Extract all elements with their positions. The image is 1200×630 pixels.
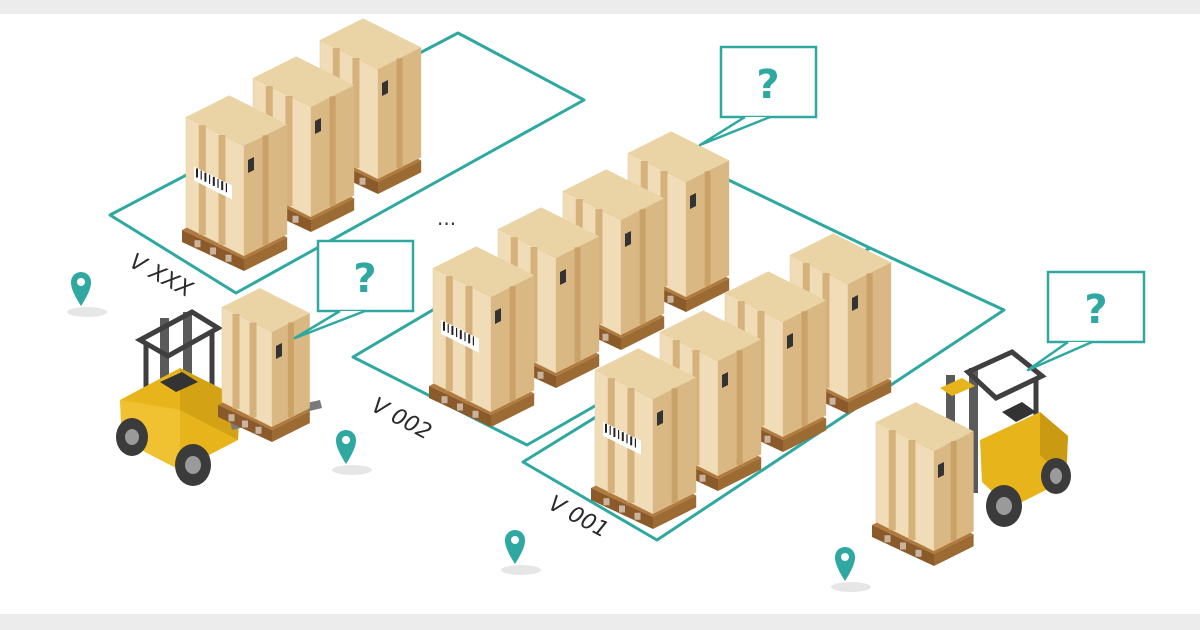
pallet-box [429, 246, 535, 427]
pallet-row-v001 [591, 233, 892, 529]
map-pin-icon [831, 547, 871, 592]
barcode-label-icon [194, 166, 232, 200]
barcode-label-icon [603, 421, 641, 455]
pallet-box [591, 348, 697, 529]
map-pin-icon [501, 530, 541, 575]
forklift-left [116, 288, 322, 486]
map-pin-icon [67, 272, 107, 317]
forklift-right [872, 349, 1071, 566]
question-mark: ? [353, 256, 376, 302]
pallet-row-v002 [429, 131, 730, 427]
question-bubble-right-forklift: ? [1026, 270, 1146, 372]
question-mark: ? [756, 62, 779, 108]
question-mark: ? [1084, 287, 1107, 333]
pallet-box [182, 95, 288, 271]
pallet-row-vxxx [182, 18, 422, 271]
barcode-label-icon [441, 319, 479, 353]
map-pin-icon [332, 430, 372, 475]
row-ellipsis: ... [437, 206, 456, 230]
question-bubble-left-forklift: ? [293, 239, 415, 340]
map-pins [67, 272, 871, 592]
question-bubble-row: ? [698, 45, 818, 147]
